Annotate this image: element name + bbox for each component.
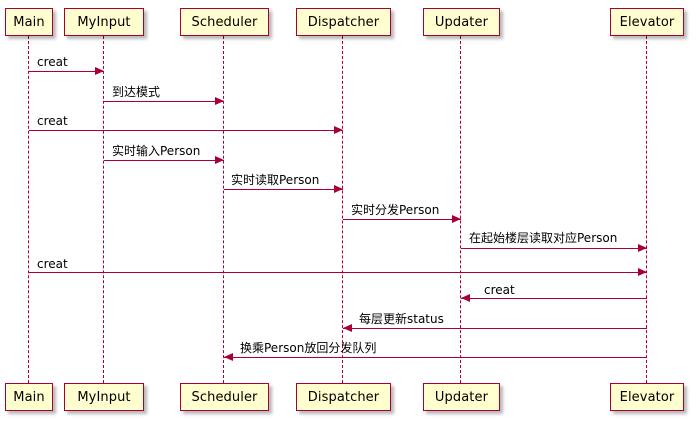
participant-footer-elevator[interactable]: Elevator bbox=[610, 383, 684, 411]
participant-header-dispatcher[interactable]: Dispatcher bbox=[296, 8, 391, 36]
participant-label: Elevator bbox=[619, 14, 675, 30]
participant-footer-updater[interactable]: Updater bbox=[423, 383, 500, 411]
arrow-head-right-1 bbox=[95, 67, 104, 75]
participant-header-main[interactable]: Main bbox=[5, 8, 53, 36]
lifeline-scheduler bbox=[223, 36, 225, 383]
arrow-head-right-3 bbox=[334, 126, 343, 134]
message-line-4 bbox=[104, 160, 224, 161]
message-line-11 bbox=[224, 357, 647, 358]
arrow-head-right-4 bbox=[215, 156, 224, 164]
participant-label: Scheduler bbox=[191, 389, 258, 405]
message-label-4: 实时输入Person bbox=[112, 144, 201, 158]
message-line-6 bbox=[343, 219, 461, 220]
participant-footer-dispatcher[interactable]: Dispatcher bbox=[296, 383, 391, 411]
message-line-9 bbox=[461, 298, 647, 299]
participant-label: Updater bbox=[434, 14, 489, 30]
participant-label: Scheduler bbox=[191, 14, 258, 30]
participant-label: Dispatcher bbox=[307, 389, 380, 405]
lifeline-updater bbox=[460, 36, 462, 383]
arrow-head-left-11 bbox=[224, 353, 233, 361]
arrow-head-right-7 bbox=[638, 244, 647, 252]
message-label-10: 每层更新status bbox=[359, 312, 444, 326]
participant-label: Dispatcher bbox=[307, 14, 380, 30]
lifeline-main bbox=[28, 36, 30, 383]
participant-header-myinput[interactable]: MyInput bbox=[64, 8, 144, 36]
message-line-2 bbox=[104, 101, 224, 102]
lifeline-myinput bbox=[103, 36, 105, 383]
message-label-9: creat bbox=[484, 283, 515, 297]
participant-header-scheduler[interactable]: Scheduler bbox=[180, 8, 269, 36]
message-line-7 bbox=[461, 248, 647, 249]
message-line-5 bbox=[224, 189, 343, 190]
arrow-head-right-2 bbox=[215, 97, 224, 105]
participant-header-elevator[interactable]: Elevator bbox=[610, 8, 684, 36]
participant-label: Main bbox=[13, 389, 45, 405]
arrow-head-right-5 bbox=[334, 185, 343, 193]
participant-label: Updater bbox=[434, 389, 489, 405]
message-label-6: 实时分发Person bbox=[351, 203, 440, 217]
participant-label: Main bbox=[13, 14, 45, 30]
message-label-11: 换乘Person放回分发队列 bbox=[240, 341, 377, 355]
message-line-1 bbox=[29, 71, 104, 72]
message-label-3: creat bbox=[37, 114, 68, 128]
participant-header-updater[interactable]: Updater bbox=[423, 8, 500, 36]
message-line-10 bbox=[343, 328, 647, 329]
participant-footer-myinput[interactable]: MyInput bbox=[64, 383, 144, 411]
arrow-head-right-8 bbox=[638, 268, 647, 276]
message-label-1: creat bbox=[37, 55, 68, 69]
message-line-3 bbox=[29, 130, 343, 131]
arrow-head-left-10 bbox=[343, 324, 352, 332]
message-label-7: 在起始楼层读取对应Person bbox=[469, 231, 618, 245]
participant-footer-scheduler[interactable]: Scheduler bbox=[180, 383, 269, 411]
message-label-2: 到达模式 bbox=[112, 85, 161, 99]
participant-label: Elevator bbox=[619, 389, 675, 405]
arrow-head-left-9 bbox=[461, 294, 470, 302]
participant-label: MyInput bbox=[77, 389, 131, 405]
participant-label: MyInput bbox=[77, 14, 131, 30]
message-label-5: 实时读取Person bbox=[231, 173, 320, 187]
message-label-8: creat bbox=[37, 257, 68, 271]
participant-footer-main[interactable]: Main bbox=[5, 383, 53, 411]
lifeline-elevator bbox=[646, 36, 648, 383]
lifeline-dispatcher bbox=[342, 36, 344, 383]
arrow-head-right-6 bbox=[452, 215, 461, 223]
message-line-8 bbox=[29, 272, 647, 273]
